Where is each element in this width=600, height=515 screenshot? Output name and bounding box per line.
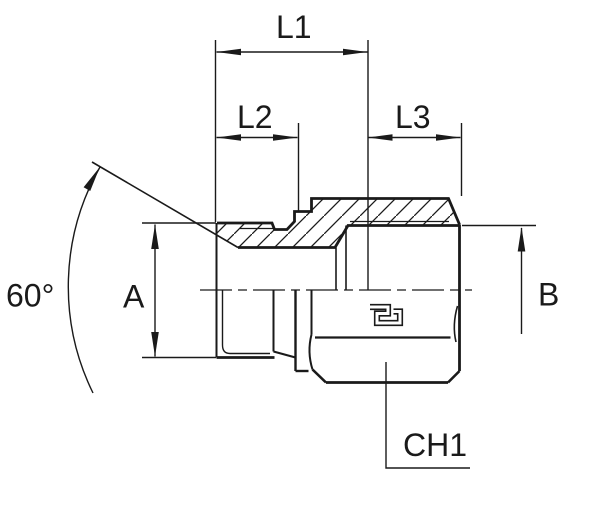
angle-dim-60: 60° — [6, 161, 239, 394]
dim-label-l3: L3 — [395, 99, 431, 135]
dim-label-a: A — [123, 279, 145, 315]
dim-label-b: B — [538, 277, 559, 313]
leader-ch1: CH1 — [385, 362, 470, 469]
dim-l3: L3 — [368, 99, 463, 196]
fitting-lower-outline — [215, 223, 461, 384]
dim-a: A — [123, 222, 216, 359]
angle-arc — [67, 166, 101, 394]
cone-angle-line — [91, 161, 239, 249]
upper-section-outline — [217, 197, 461, 371]
dim-l1: L1 — [214, 9, 369, 290]
section-hatching — [217, 198, 460, 248]
dim-label-l2: L2 — [237, 99, 273, 135]
hex-chamfer-arc — [453, 305, 459, 343]
brand-logo — [370, 303, 404, 327]
dim-b: B — [462, 224, 559, 334]
dim-label-angle: 60° — [6, 278, 54, 314]
thread-minor-line — [221, 290, 270, 355]
dim-l2: L2 — [216, 99, 300, 211]
dim-label-l1: L1 — [276, 9, 312, 45]
dim-label-ch1: CH1 — [403, 427, 467, 463]
